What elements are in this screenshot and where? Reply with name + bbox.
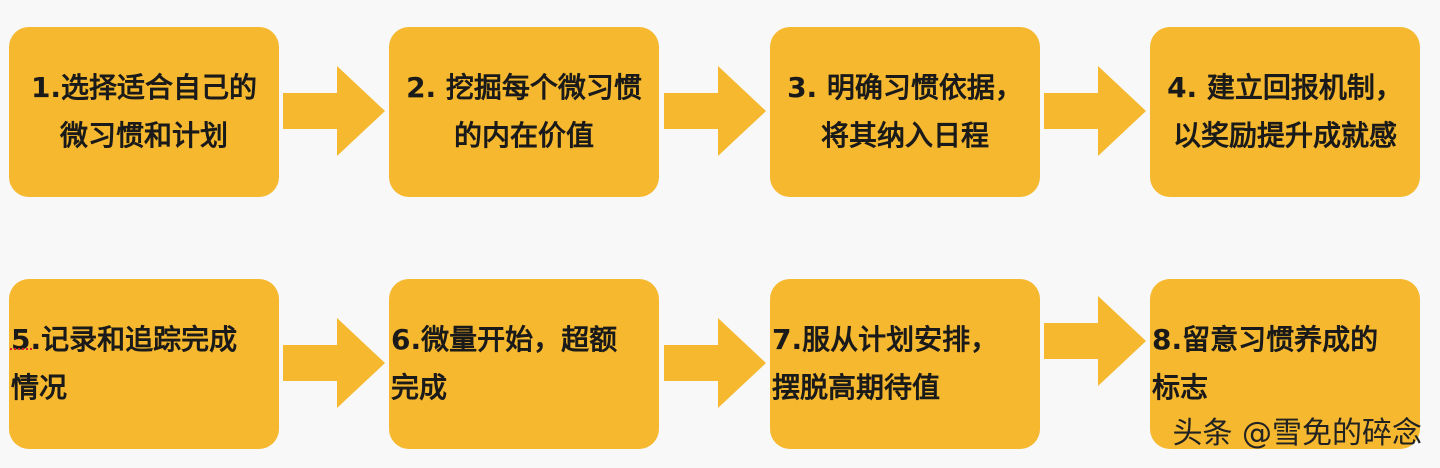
step-2-box: 2. 挖掘每个微习惯 的内在价值 [389,27,659,197]
watermark-text: 头条 @雪免的碎念 [1172,416,1422,451]
step-4-box: 4. 建立回报机制， 以奖励提升成就感 [1150,27,1420,197]
step-6-box: 6.微量开始，超额 完成 [389,279,659,449]
spellcheck-underline [10,348,32,350]
arrow-right-icon [283,318,385,408]
step-5-line-1: 5.记录和追踪完成 [11,323,238,356]
step-7-line-2: 摆脱高期待值 [772,371,941,404]
step-8-line-1: 8.留意习惯养成的 [1152,323,1379,356]
arrow-right-icon [664,66,766,156]
step-7-box: 7.服从计划安排， 摆脱高期待值 [770,279,1040,449]
step-1-box: 1.选择适合自己的 微习惯和计划 [9,27,279,197]
step-8-line-2: 标志 [1152,371,1209,404]
step-7-line-1: 7.服从计划安排， [772,323,999,356]
arrow-right-icon [664,318,766,408]
step-1-line-2: 微习惯和计划 [59,119,228,152]
step-5-box: 5.记录和追踪完成 情况 [9,279,279,449]
step-4-line-1: 4. 建立回报机制， [1167,71,1403,104]
step-3-line-1: 3. 明确习惯依据， [787,71,1023,104]
step-6-line-2: 完成 [391,371,448,404]
step-4-line-2: 以奖励提升成就感 [1172,119,1397,152]
arrow-right-icon [283,66,385,156]
arrow-right-icon [1044,296,1146,386]
step-2-line-1: 2. 挖掘每个微习惯 [406,71,642,104]
step-3-box: 3. 明确习惯依据， 将其纳入日程 [770,27,1040,197]
step-2-line-2: 的内在价值 [453,119,594,152]
step-3-line-2: 将其纳入日程 [820,119,989,152]
step-6-line-1: 6.微量开始，超额 [391,323,618,356]
step-8-box: 8.留意习惯养成的 标志 [1150,279,1420,449]
step-1-line-1: 1.选择适合自己的 [30,71,258,104]
arrow-right-icon [1044,66,1146,156]
step-5-line-2: 情况 [11,371,68,404]
